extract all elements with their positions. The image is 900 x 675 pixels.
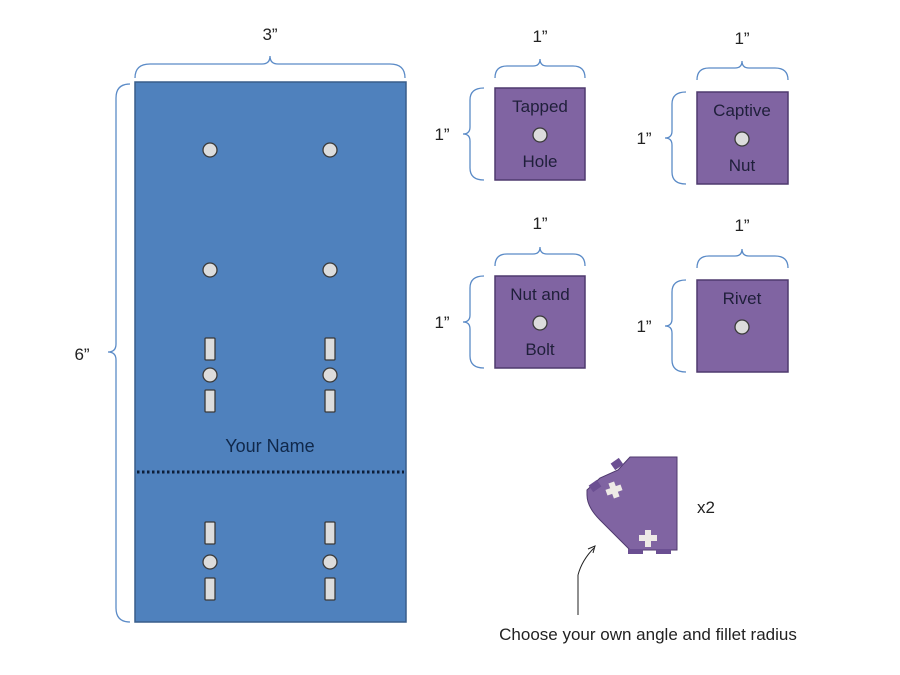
svg-text:Bolt: Bolt — [525, 340, 555, 359]
hole — [322, 262, 338, 278]
svg-text:1”: 1” — [734, 29, 749, 48]
hole — [202, 142, 218, 158]
hole — [202, 262, 218, 278]
svg-text:1”: 1” — [532, 214, 547, 233]
square-nut-and-bolt: 1” 1” Nut and Bolt — [434, 214, 586, 369]
width-brace — [134, 55, 406, 79]
quantity-label: x2 — [697, 498, 715, 517]
square-tapped-hole: 1” 1” Tapped Hole — [434, 27, 586, 181]
arrow-icon — [577, 545, 596, 615]
svg-text:Rivet: Rivet — [723, 289, 762, 308]
slot — [204, 389, 216, 413]
svg-text:Nut: Nut — [729, 156, 756, 175]
slot — [324, 337, 336, 361]
hole — [322, 367, 338, 383]
svg-text:Captive: Captive — [713, 101, 771, 120]
square-width-label: 1” — [532, 27, 547, 46]
square-captive-nut: 1” 1” Captive Nut — [636, 29, 789, 185]
svg-text:1”: 1” — [636, 317, 651, 336]
main-panel — [134, 81, 407, 623]
cross-slot — [605, 481, 623, 499]
width-label: 3” — [262, 25, 277, 44]
height-brace — [107, 83, 131, 623]
height-label: 6” — [74, 345, 89, 364]
slot — [324, 389, 336, 413]
cross-slot — [639, 530, 657, 547]
slot — [204, 337, 216, 361]
hole — [202, 554, 218, 570]
hole — [202, 367, 218, 383]
svg-text:Tapped: Tapped — [512, 97, 568, 116]
svg-text:Nut and: Nut and — [510, 285, 570, 304]
svg-text:1”: 1” — [734, 216, 749, 235]
svg-text:1”: 1” — [636, 129, 651, 148]
svg-text:Hole: Hole — [523, 152, 558, 171]
square-height-label: 1” — [434, 125, 449, 144]
slot — [324, 577, 336, 601]
hole — [322, 554, 338, 570]
slot — [204, 521, 216, 545]
slot — [204, 577, 216, 601]
angle-bracket-piece — [586, 456, 678, 554]
hole — [322, 142, 338, 158]
panel-holes — [202, 142, 338, 601]
caption: Choose your own angle and fillet radius — [499, 625, 797, 644]
your-name-label: Your Name — [225, 436, 314, 456]
square-rivet: 1” 1” Rivet — [636, 216, 789, 373]
svg-text:1”: 1” — [434, 313, 449, 332]
slot — [324, 521, 336, 545]
